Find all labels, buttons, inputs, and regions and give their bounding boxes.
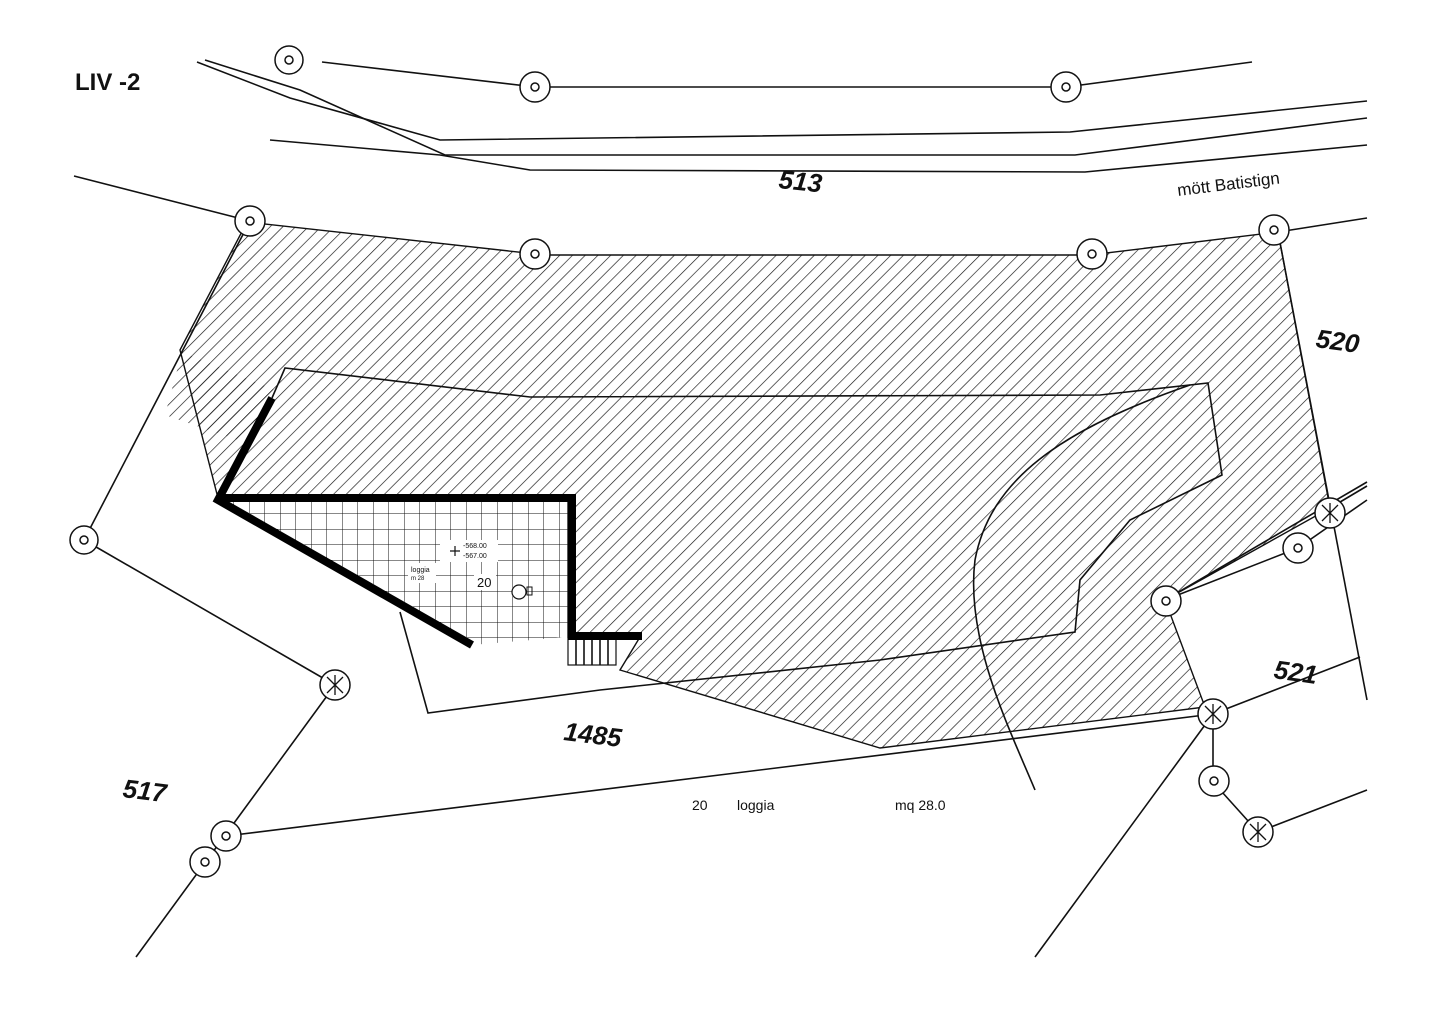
- level-mark-icon: [450, 546, 460, 556]
- building-outline: [271, 367, 1223, 791]
- survey-marker-icon: [69, 525, 99, 555]
- survey-marker-icon: [234, 205, 266, 237]
- parcel-517-label: 517: [121, 773, 169, 808]
- survey-marker-icon: [1258, 214, 1290, 246]
- survey-cross-marker-icon: [1314, 497, 1346, 529]
- stairs-icon: [567, 637, 617, 666]
- hatched-building-footprint: [179, 221, 1331, 749]
- survey-marker-icon: [274, 45, 304, 75]
- survey-marker-icon: [1150, 585, 1182, 617]
- loggia-small-label: loggia: [411, 567, 430, 574]
- survey-marker-icon: [1050, 71, 1082, 103]
- hatched-strip-left: [165, 352, 275, 445]
- survey-marker-icon: [519, 238, 551, 270]
- survey-marker-icon: [1198, 765, 1230, 797]
- level-label: LIV -2: [75, 69, 140, 96]
- survey-marker-icon: [1076, 238, 1108, 270]
- loggia-area-small-label: m 28: [411, 576, 425, 582]
- legend-room-name: loggia: [737, 797, 775, 813]
- parcel-521-label: 521: [1272, 654, 1319, 690]
- loggia-wall-top: [218, 494, 642, 640]
- road-lines: [196, 59, 1368, 173]
- survey-marker-icon: [519, 71, 551, 103]
- survey-markers: [69, 45, 1346, 878]
- legend-room-number: 20: [692, 797, 708, 813]
- survey-marker-icon: [210, 820, 242, 852]
- parcel-513-label: 513: [777, 164, 824, 198]
- drain-icon: [511, 584, 533, 600]
- survey-cross-marker-icon: [319, 669, 351, 701]
- parcel-1485-label: 1485: [562, 716, 624, 753]
- parcel-520-label: 520: [1314, 323, 1362, 359]
- survey-marker-icon: [189, 846, 221, 878]
- street-name-label: mött Batistign: [1176, 169, 1281, 200]
- parcel-boundaries: [73, 175, 1368, 958]
- survey-marker-icon: [1282, 532, 1314, 564]
- loggia-room-number: 20: [477, 575, 491, 590]
- elevation-top-label: -568.00: [463, 543, 487, 550]
- survey-cross-marker-icon: [1197, 698, 1229, 730]
- legend-room-area: mq 28.0: [895, 797, 946, 813]
- loggia-grid: [218, 498, 568, 645]
- loggia-annotations: -568.00 -567.00 loggia m 28 20: [408, 540, 533, 600]
- elevation-bottom-label: -567.00: [463, 553, 487, 560]
- survey-cross-marker-icon: [1242, 816, 1274, 848]
